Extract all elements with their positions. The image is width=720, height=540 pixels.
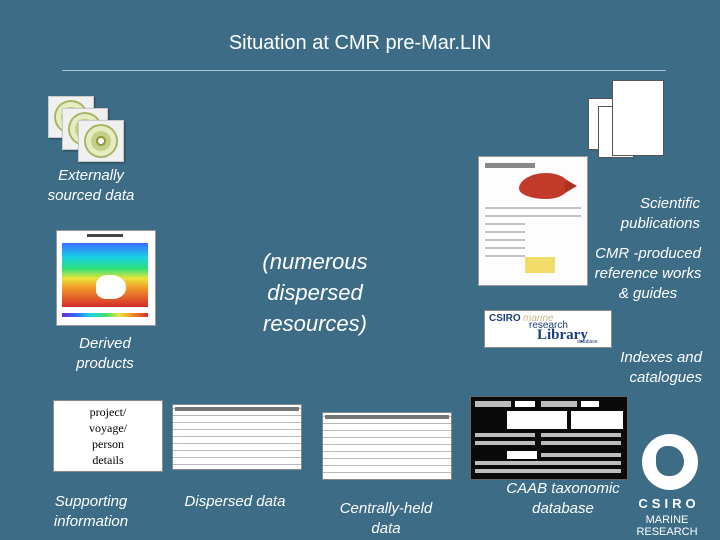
centrally-held-data-label: Centrally-held data: [339, 500, 433, 537]
caab-taxonomic-database-label: CAAB taxonomic database: [506, 480, 620, 517]
dispersed-data-label: Dispersed data: [184, 493, 286, 510]
library-logo: CSIRO marine research Library database: [484, 310, 612, 348]
csiro-seal-icon: [642, 434, 698, 490]
project-details-box: project/ voyage/ person details: [53, 400, 163, 472]
caab-database-screenshot: [470, 396, 628, 480]
publication-page-image: [478, 156, 588, 286]
document-stack-icon: [612, 80, 664, 156]
page-title: Situation at CMR pre-Mar.LIN: [228, 32, 492, 54]
supporting-information-label: Supporting information: [53, 493, 129, 530]
scientific-publications-label: Scientific publications: [620, 195, 700, 232]
derived-products-label: Derived products: [76, 335, 134, 372]
dispersed-data-table-image: [172, 404, 302, 470]
centrally-held-data-table-image: [322, 412, 452, 480]
indexes-catalogues-label: Indexes and catalogues: [620, 349, 702, 386]
csiro-logo: CSIRO MARINE RESEARCH: [622, 430, 716, 538]
derived-product-map-image: [56, 230, 156, 326]
externally-sourced-label: Externally sourced data: [47, 167, 135, 204]
cmr-produced-label: CMR -produced reference works & guides: [594, 245, 702, 302]
cd-icon: [78, 120, 124, 162]
title-divider: [62, 70, 666, 71]
numerous-dispersed-resources-label: (numerous dispersed resources): [262, 249, 368, 336]
